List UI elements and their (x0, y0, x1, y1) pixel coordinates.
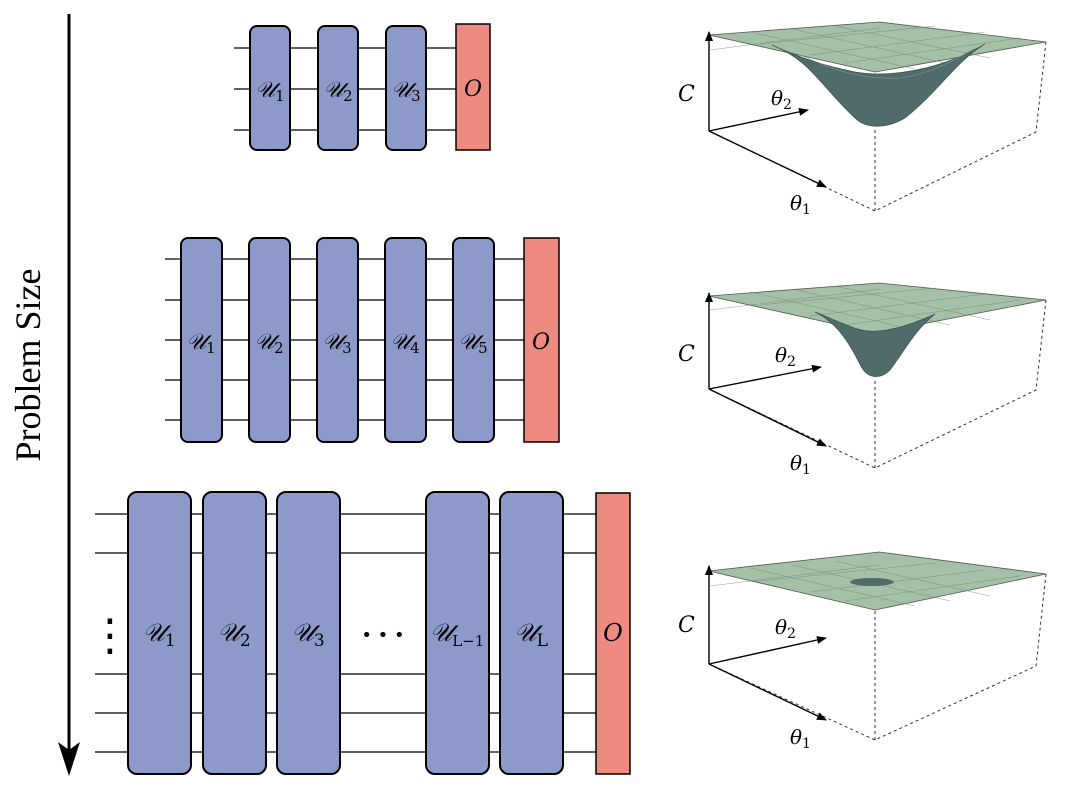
observable-gate: O (523, 237, 560, 443)
svg-text:θ2: θ2 (775, 343, 796, 370)
gate-subscript: 4 (410, 339, 420, 357)
cost-axis-label: C (678, 613, 695, 638)
unitary-gate: 𝒰1 (249, 25, 291, 151)
vertical-ellipsis: ⋮ (88, 610, 132, 661)
theta2-label: θ (771, 86, 783, 110)
unitary-gate: 𝒰L−1 (425, 491, 490, 775)
surface-grid (709, 25, 1021, 70)
problem-size-arrowhead (58, 742, 80, 776)
gate-subscript: 1 (206, 339, 216, 357)
gate-subscript: 5 (478, 339, 488, 357)
unitary-gate: 𝒰2 (248, 237, 291, 443)
gate-subscript: L−1 (452, 632, 484, 650)
unitary-gate: 𝒰2 (317, 25, 359, 151)
gate-subscript: 1 (165, 631, 176, 651)
circuit-large: ⋮ 𝒰1 𝒰2 𝒰3 • • • 𝒰L−1 𝒰L O (88, 491, 631, 775)
theta2-subscript: 2 (783, 97, 792, 113)
surface-plane (708, 21, 1047, 127)
surface-well (850, 578, 894, 586)
unitary-gate: 𝒰3 (385, 25, 427, 151)
unitary-gate: 𝒰4 (384, 237, 427, 443)
theta2-label: θ (775, 343, 787, 367)
unitary-gate: 𝒰1 (127, 491, 192, 775)
circuit-small: 𝒰1 𝒰2 𝒰3 O (234, 23, 491, 151)
observable-label: O (532, 330, 550, 355)
unitary-gate: 𝒰2 (202, 491, 267, 775)
cost-landscape-3: C θ2 θ1 (678, 551, 1047, 752)
gate-subscript: 3 (314, 631, 325, 651)
theta2-label: θ (775, 615, 787, 639)
theta2-subscript: 2 (787, 354, 796, 370)
surface-plane (708, 282, 1047, 377)
svg-text:θ2: θ2 (771, 86, 792, 113)
gate-subscript: 2 (343, 87, 353, 105)
circuit-medium: 𝒰1 𝒰2 𝒰3 𝒰4 𝒰5 O (165, 237, 560, 443)
observable-label: O (464, 77, 482, 102)
surface-well (814, 311, 936, 377)
problem-size-indicator: Problem Size (8, 14, 80, 776)
theta1-label: θ (790, 191, 802, 215)
svg-text:θ1: θ1 (790, 451, 811, 478)
unitary-gate: 𝒰5 (452, 237, 495, 443)
cost-landscape-2: C θ2 θ1 (678, 282, 1047, 478)
unitary-gate: 𝒰3 (276, 491, 341, 775)
theta1-label: θ (790, 725, 802, 749)
unitary-gate: 𝒰1 (180, 237, 223, 443)
theta1-subscript: 1 (802, 202, 811, 218)
gate-subscript: 3 (411, 87, 421, 105)
cost-axis-label: C (678, 342, 695, 367)
gate-subscript: 2 (240, 631, 251, 651)
theta1-label: θ (790, 451, 802, 475)
gate-subscript: 3 (342, 339, 352, 357)
observable-gate: O (595, 492, 631, 775)
observable-gate: O (455, 23, 491, 151)
cost-landscape-1: C θ2 θ1 (678, 21, 1047, 218)
svg-text:θ1: θ1 (790, 191, 811, 218)
theta2-subscript: 2 (787, 626, 796, 642)
surface-well (771, 43, 986, 127)
theta1-subscript: 1 (802, 736, 811, 752)
problem-size-label: Problem Size (8, 269, 48, 462)
svg-text:𝒰1: 𝒰1 (186, 330, 215, 357)
gate-subscript: L (537, 631, 548, 651)
cost-axis-label: C (678, 82, 695, 107)
unitary-gate: 𝒰3 (316, 237, 359, 443)
horizontal-ellipsis: • • • (361, 625, 404, 646)
theta1-subscript: 1 (802, 462, 811, 478)
gate-subscript: 2 (274, 339, 284, 357)
svg-text:θ1: θ1 (790, 725, 811, 752)
unitary-gate: 𝒰L (499, 491, 564, 775)
gate-subscript: 1 (275, 87, 285, 105)
observable-label: O (603, 619, 623, 647)
surface-plane (708, 551, 1047, 611)
svg-text:θ2: θ2 (775, 615, 796, 642)
